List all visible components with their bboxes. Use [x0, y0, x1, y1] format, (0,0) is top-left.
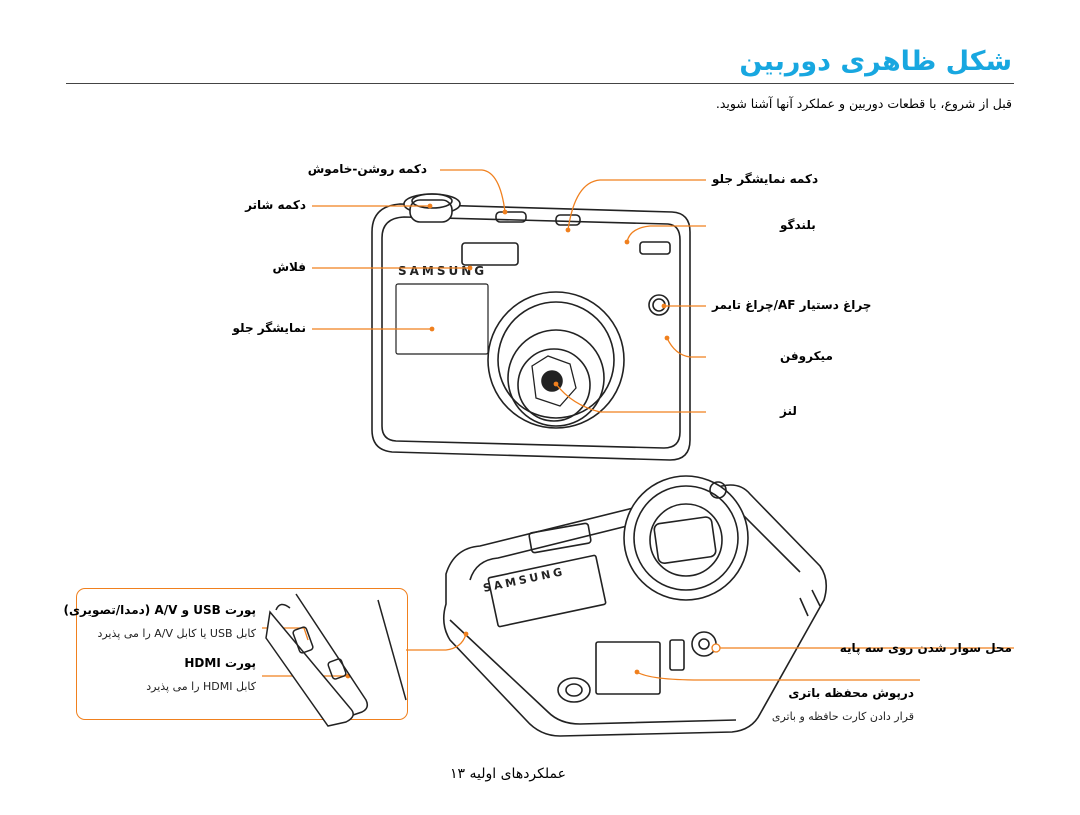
tripod-marker [711, 643, 721, 653]
label-shutter-button: دکمه شاتر [245, 198, 306, 212]
label-usb-av-port: پورت USB و A/V (دمدا/تصویری) [63, 603, 256, 617]
page-footer: عملکردهای اولیه ۱۳ [450, 766, 566, 782]
title-divider [66, 83, 1014, 84]
label-tripod-mount: محل سوار شدن روی سه پایه [839, 641, 1012, 655]
label-speaker: بلندگو [780, 218, 816, 232]
label-lens: لنز [780, 404, 797, 418]
label-front-display: نمایشگر جلو [232, 321, 306, 335]
bottom-camera-illustration [442, 475, 828, 737]
label-power-button: دکمه روشن-خاموش [307, 162, 427, 176]
label-flash: فلاش [272, 260, 306, 274]
port-closeup-illustration [265, 593, 407, 727]
label-battery-cover: درپوش محفظه باتری [788, 686, 914, 700]
label-af-lamp: چراغ دستیار AF/چراغ تایمر [712, 298, 872, 312]
front-leader-lines [312, 169, 706, 413]
front-brand-logo: SAMSUNG [398, 264, 487, 278]
label-hdmi-port: پورت HDMI [184, 656, 256, 670]
front-leader-dots [427, 203, 670, 387]
ports-inset-box [76, 588, 408, 720]
label-front-display-button: دکمه نمایشگر جلو [712, 172, 819, 186]
label-microphone: میکروفن [780, 349, 833, 363]
battery-cover-description: قرار دادن کارت حافظه و باتری [771, 710, 914, 723]
front-camera-illustration [371, 193, 691, 461]
usb-av-port-description: کابل USB یا کابل A/V را می پذیرد [97, 627, 256, 640]
intro-text: قبل از شروع، با قطعات دوربین و عملکرد آن… [715, 96, 1012, 111]
hdmi-port-description: کابل HDMI را می پذیرد [146, 680, 256, 693]
page-title: شکل ظاهری دوربین [739, 46, 1012, 77]
